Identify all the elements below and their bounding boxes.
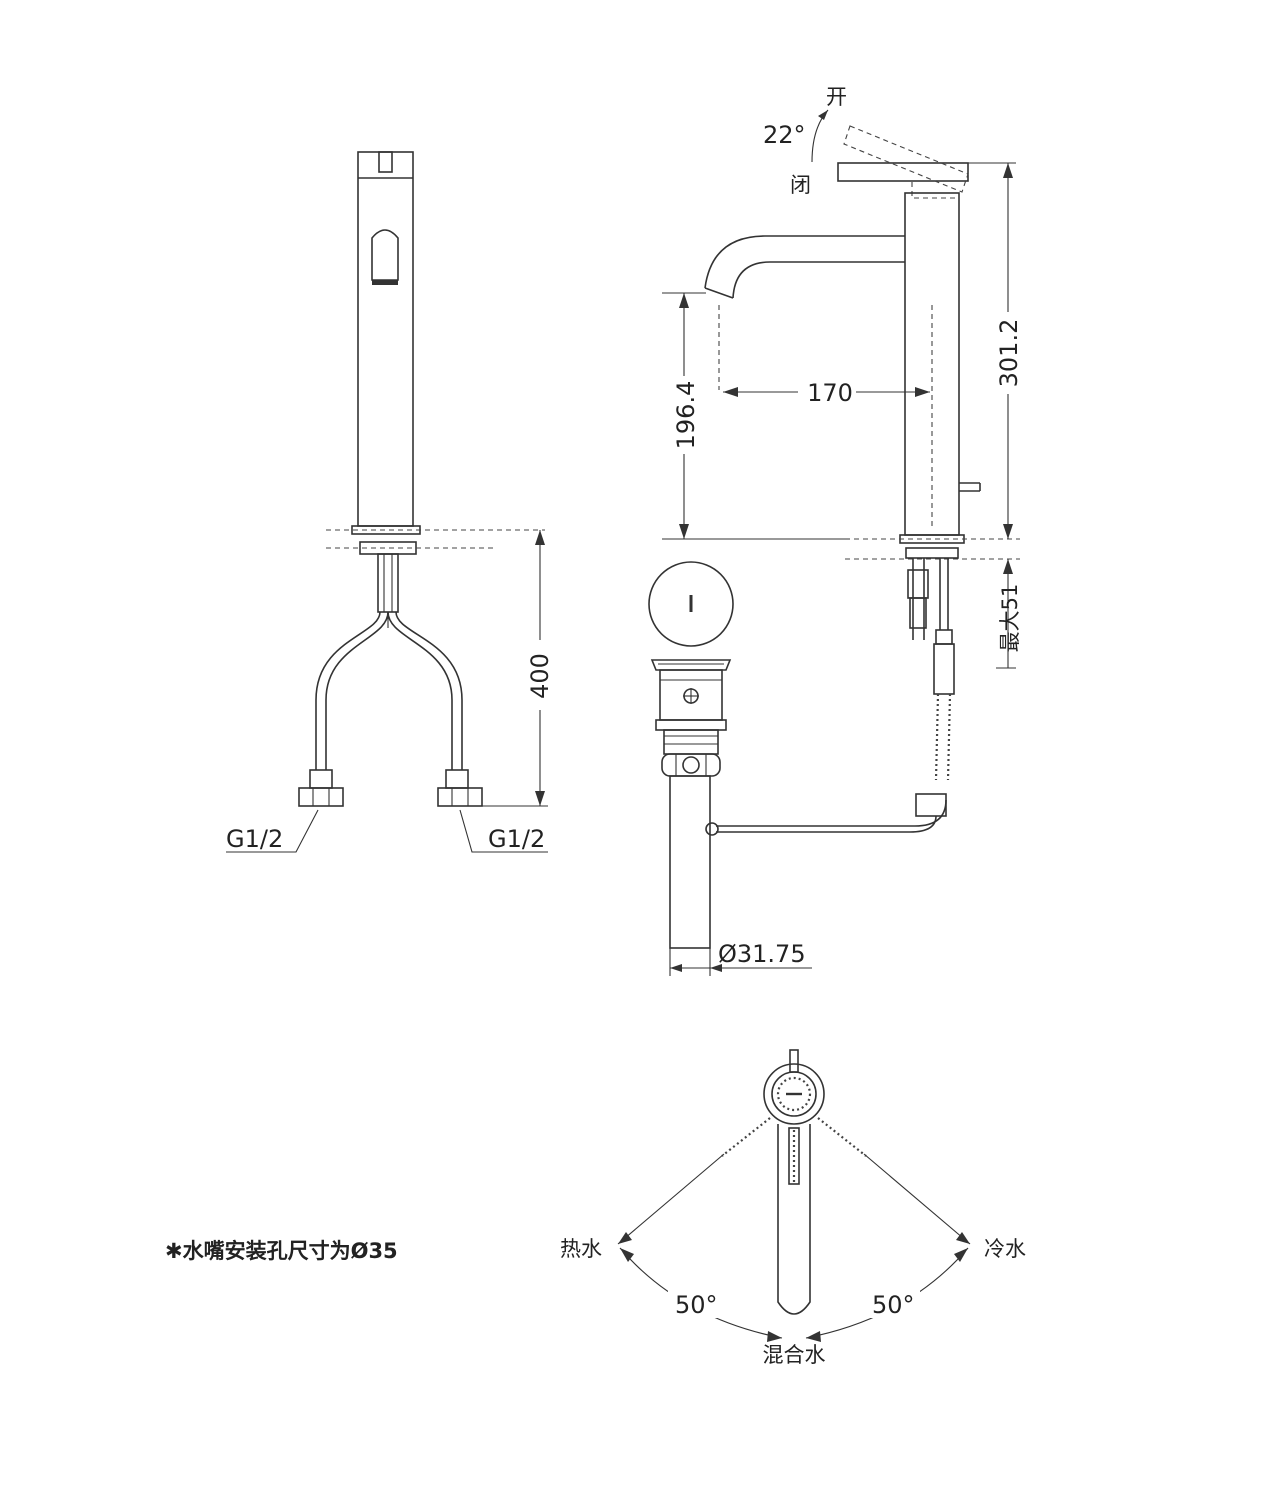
drain-cap-top-view <box>648 561 734 647</box>
spout-reach-label: 170 <box>807 379 853 407</box>
open-label: 开 <box>826 85 847 109</box>
lever-closed <box>837 162 969 182</box>
spout-inner <box>732 261 905 299</box>
drain-diameter-label: Ø31.75 <box>718 940 806 968</box>
spout-height-label: 196.4 <box>672 381 700 450</box>
mixed-water-label: 混合水 <box>763 1343 826 1367</box>
cold-angle-label: 50° <box>872 1291 915 1319</box>
drain-rod-connector <box>915 793 947 817</box>
aerator-opening <box>371 229 399 281</box>
top-spout <box>777 1124 811 1315</box>
closed-label: 闭 <box>790 173 811 197</box>
drain-tail-pipe <box>669 775 711 949</box>
right-thread-label: G1/2 <box>488 825 545 853</box>
front-faucet-body <box>357 151 414 527</box>
total-height-label: 301.2 <box>995 319 1023 388</box>
height-400-label: 400 <box>526 653 554 699</box>
right-hex-nut <box>437 787 483 807</box>
left-thread-label: G1/2 <box>226 825 283 853</box>
front-view: G1/2 G1/2 400 <box>226 151 555 853</box>
pop-up-drain: Ø31.75 <box>648 561 812 976</box>
install-hole-note: ✱水嘴安装孔尺寸为Ø35 <box>165 1239 398 1263</box>
hot-water-label: 热水 <box>560 1237 602 1261</box>
cold-supply-hose <box>395 611 463 770</box>
lever-angle-label: 22° <box>763 121 806 149</box>
aerator-mesh <box>372 280 398 285</box>
hot-angle-label: 50° <box>675 1291 718 1319</box>
top-body-outer <box>763 1063 825 1125</box>
left-hex-nut <box>298 787 344 807</box>
spout-outer <box>704 235 905 289</box>
lever-open-dashed <box>843 125 969 193</box>
drain-linkage-rod <box>716 799 947 827</box>
cold-water-label: 冷水 <box>984 1237 1026 1261</box>
side-view: 开 22° 闭 170 <box>662 85 1024 836</box>
max-thickness-label: 最大51 <box>998 584 1022 653</box>
hot-supply-hose <box>315 611 381 770</box>
top-view: 热水 冷水 50° 50° 混合水 <box>560 1049 1026 1367</box>
